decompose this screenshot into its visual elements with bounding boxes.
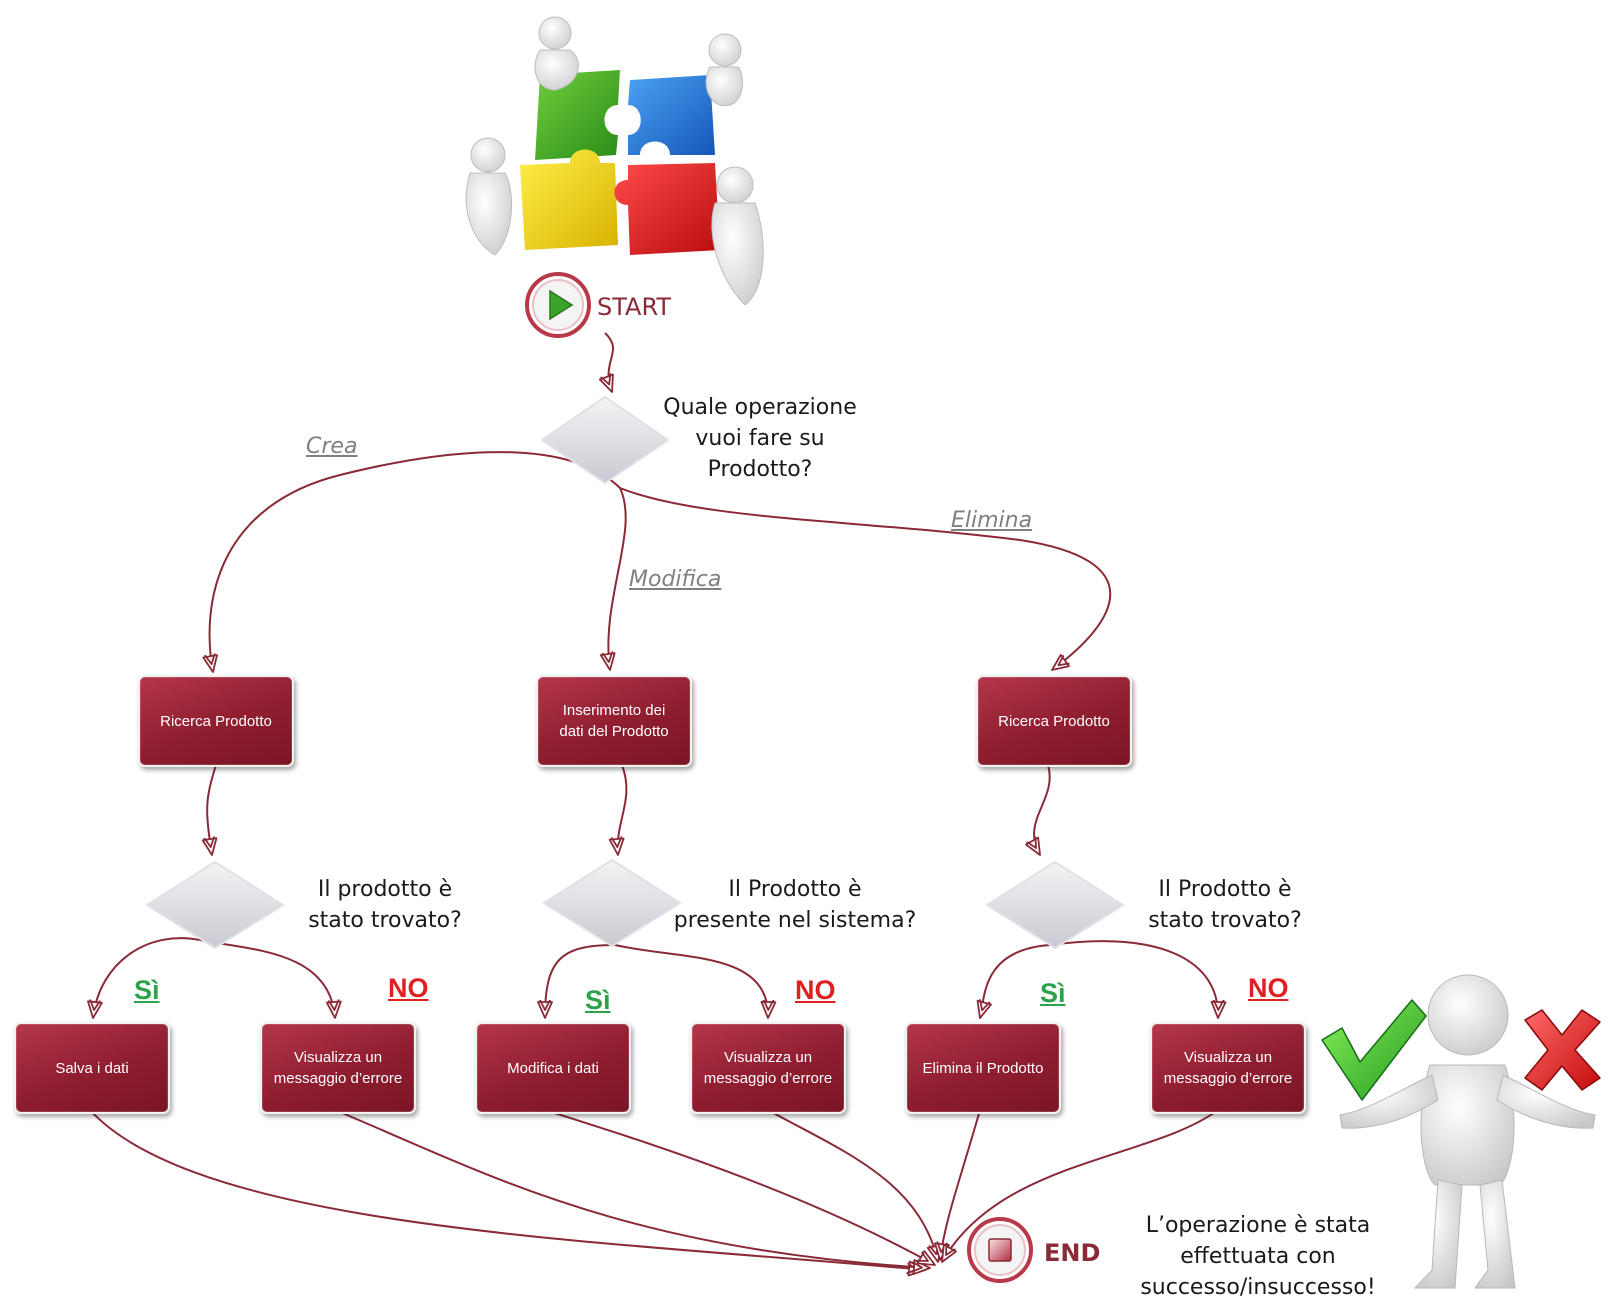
arrow-q1-no	[199, 939, 335, 1018]
elimina-prodotto-box[interactable]: Elimina il Prodotto	[905, 1022, 1061, 1114]
main-question: Quale operazione vuoi fare su Prodotto?	[663, 395, 857, 482]
arrow-errore3-to-end	[942, 1109, 1219, 1262]
end-label: END	[1044, 1239, 1101, 1267]
inserimento-dati-box[interactable]: Inserimento dei dati del Prodotto	[536, 675, 692, 767]
errore-box-1[interactable]: Visualizza un messaggio d’errore	[260, 1022, 416, 1114]
answer-si-3: Sì	[1040, 978, 1066, 1008]
answer-si-1: Sì	[134, 975, 160, 1005]
salva-dati-box[interactable]: Salva i dati	[14, 1022, 170, 1114]
answer-no-2: NO	[795, 975, 836, 1005]
modifica-dati-box[interactable]: Modifica i dati	[475, 1022, 631, 1114]
arrow-q1-si	[93, 937, 201, 1018]
answer-si-2: Sì	[585, 985, 611, 1015]
arrow-ricerca2-to-q3	[1034, 764, 1051, 855]
decision-diamond-1	[146, 861, 284, 949]
person-check-cross-illustration	[1321, 974, 1601, 1289]
arrow-errore2-to-end	[767, 1109, 938, 1262]
play-icon[interactable]	[523, 270, 593, 340]
errore-box-2[interactable]: Visualizza un messaggio d’errore	[690, 1022, 846, 1114]
arrow-crea	[210, 451, 621, 672]
arrow-start-to-decision	[605, 332, 615, 392]
branch-label-elimina: Elimina	[951, 508, 1033, 533]
branch-label-modifica: Modifica	[629, 567, 722, 592]
branch-label-crea: Crea	[306, 434, 358, 459]
question-prodotto-trovato-1: Il prodotto è stato trovato?	[308, 877, 462, 933]
arrow-modifica	[608, 487, 627, 670]
question-prodotto-trovato-2: Il Prodotto è stato trovato?	[1148, 877, 1302, 933]
arrow-elimina	[619, 487, 1112, 670]
start-label: START	[597, 293, 672, 321]
arrow-q2-no	[614, 944, 768, 1018]
ricerca-prodotto-box-1[interactable]: Ricerca Prodotto	[138, 675, 294, 767]
answer-no-1: NO	[388, 973, 429, 1003]
errore-box-3[interactable]: Visualizza un messaggio d’errore	[1150, 1022, 1306, 1114]
ricerca-prodotto-box-2[interactable]: Ricerca Prodotto	[976, 675, 1132, 767]
arrow-modifica-to-end	[544, 1109, 935, 1265]
question-prodotto-presente: Il Prodotto è presente nel sistema?	[673, 877, 917, 933]
arrow-q3-si	[980, 944, 1051, 1018]
arrow-q2-si	[545, 944, 616, 1018]
decision-diamond-2	[543, 859, 681, 947]
main-decision-diamond	[541, 396, 669, 484]
arrow-salva-to-end	[89, 1109, 925, 1270]
stop-icon[interactable]	[965, 1215, 1035, 1285]
answer-no-3: NO	[1248, 973, 1289, 1003]
arrow-q3-no	[1049, 940, 1218, 1018]
decision-diamond-3	[986, 861, 1124, 949]
final-message: L’operazione è stata effettuata con succ…	[1140, 1213, 1376, 1300]
arrow-inserimento-to-q2	[618, 764, 628, 855]
arrow-ricerca1-to-q1	[207, 764, 216, 855]
arrow-errore1-to-end	[334, 1109, 930, 1268]
puzzle-team-illustration	[465, 16, 764, 306]
